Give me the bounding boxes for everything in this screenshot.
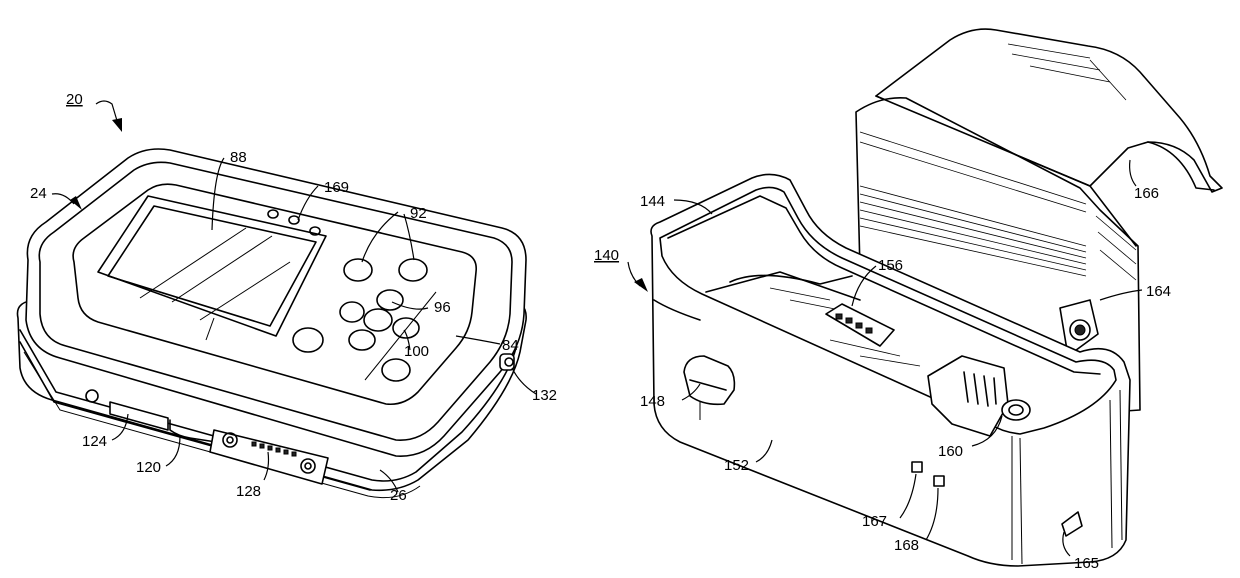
label-165: 165 [1074,555,1099,572]
label-132: 132 [532,387,557,404]
label-120: 120 [136,459,161,476]
device-button [344,259,372,281]
label-84: 84 [502,337,519,354]
label-160: 160 [938,443,963,460]
dock-led-167 [912,462,922,472]
device-button [399,259,427,281]
device-button [377,290,403,310]
label-140: 140 [594,247,619,264]
label-164: 164 [1146,283,1171,300]
label-128: 128 [236,483,261,500]
label-124: 124 [82,433,107,450]
dock-led-168 [934,476,944,486]
label-156: 156 [878,257,903,274]
device-button [364,309,392,331]
label-100: 100 [404,343,429,360]
label-96: 96 [434,299,451,316]
label-88: 88 [230,149,247,166]
label-144: 144 [640,193,665,210]
label-167: 167 [862,513,887,530]
label-152: 152 [724,457,749,474]
label-166: 166 [1134,185,1159,202]
label-168: 168 [894,537,919,554]
device-button [293,328,323,352]
dock-post [1002,400,1030,420]
device-button [349,330,375,350]
docking-station [651,29,1222,566]
label-169: 169 [324,179,349,196]
label-148: 148 [640,393,665,410]
label-26: 26 [390,487,407,504]
label-20: 20 [66,91,83,108]
label-92: 92 [410,205,427,222]
device-button [382,359,410,381]
device-button [340,302,364,322]
label-24: 24 [30,185,47,202]
